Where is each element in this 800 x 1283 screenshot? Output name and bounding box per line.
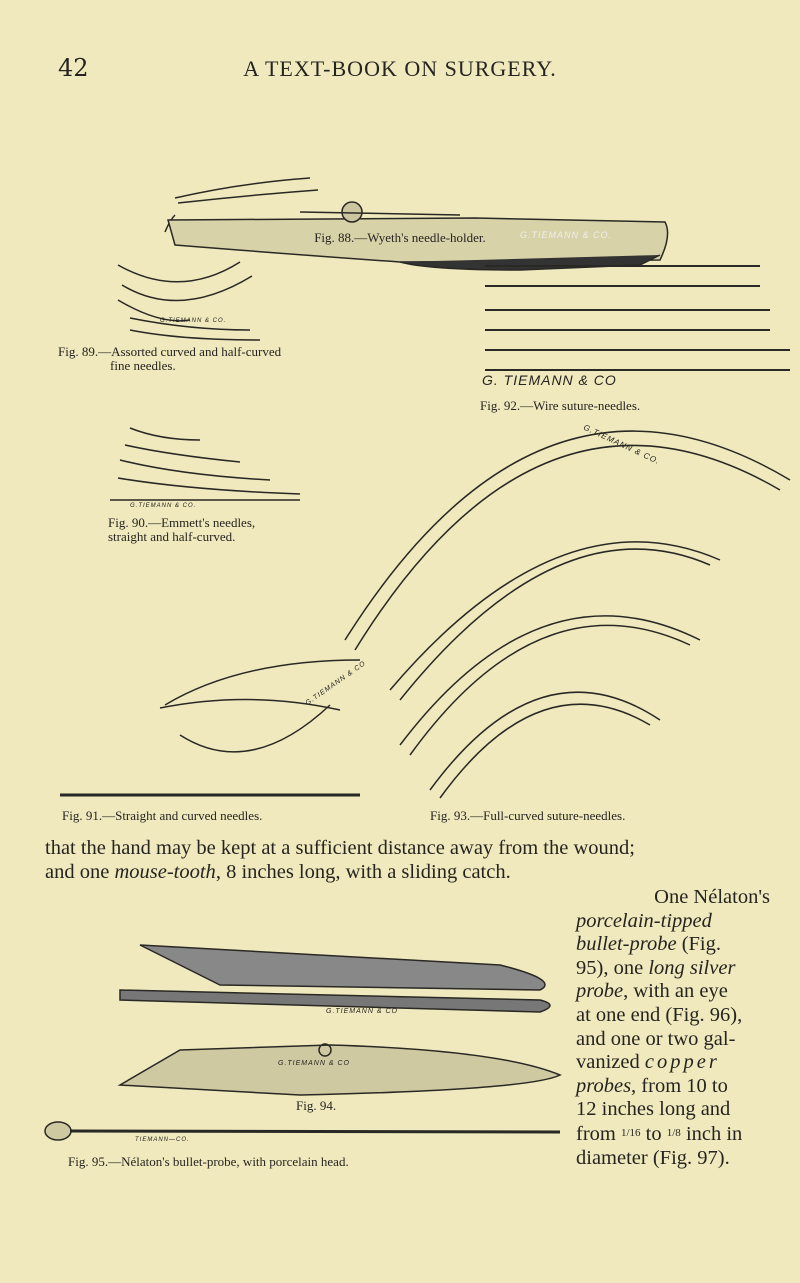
text: (Fig.	[676, 933, 722, 956]
fig89-maker-mark: G.TIEMANN & CO.	[160, 318, 227, 324]
col-line: porcelain-tipped	[576, 909, 712, 932]
fig88-maker-mark: G.TIEMANN & CO.	[520, 230, 613, 240]
col-line: and one or two gal-	[576, 1027, 736, 1050]
fig93-caption: Fig. 93.—Full-curved suture-needles.	[430, 808, 626, 823]
col-line: diameter (Fig. 97).	[576, 1146, 730, 1169]
emphasis: copper	[644, 1051, 720, 1074]
fraction: 1/16	[620, 1126, 641, 1139]
fig94-caption: Fig. 94.	[296, 1098, 337, 1113]
text: , with an eye	[623, 980, 728, 1003]
col-line: One Nélaton's	[654, 886, 770, 908]
right-column-text: One Nélaton's porcelain-tipped bullet-pr…	[576, 886, 770, 1170]
fig95-maker-mark: TIEMANN—CO.	[135, 1137, 190, 1143]
fig88-caption: Fig. 88.—Wyeth's needle-holder.	[314, 230, 486, 245]
text: , from 10 to	[631, 1074, 728, 1097]
text: , 8 inches long, with a sliding catch.	[215, 861, 511, 883]
para-line-1: that the hand may be kept at a sufficien…	[45, 837, 635, 859]
page-number: 42	[58, 54, 89, 82]
col-line: 12 inches long and	[576, 1098, 731, 1121]
fig89-caption-2: fine needles.	[110, 358, 176, 373]
fig93-arcs-drawing	[344, 430, 791, 799]
text: to	[640, 1122, 667, 1145]
fig94-forceps-drawing	[117, 944, 562, 1096]
fig90-caption-2: straight and half-curved.	[108, 529, 236, 544]
text: from	[576, 1122, 621, 1145]
fig92-caption: Fig. 92.—Wire suture-needles.	[480, 398, 641, 413]
fig89-caption-1: Fig. 89.—Assorted curved and half-curved	[58, 344, 282, 359]
col-line: at one end (Fig. 96),	[576, 1003, 743, 1026]
running-title: A TEXT-BOOK ON SURGERY.	[243, 56, 557, 81]
emphasis: mouse-tooth	[114, 861, 216, 883]
text: 95), one	[576, 956, 649, 979]
fig92-maker-mark: G. TIEMANN & CO	[482, 372, 617, 388]
fig91-needles-drawing	[60, 659, 361, 797]
emphasis: bullet-probe	[576, 933, 677, 956]
emphasis: probes	[576, 1074, 632, 1097]
fig91-caption: Fig. 91.—Straight and curved needles.	[62, 808, 263, 823]
fig90-maker-mark: G.TIEMANN & CO.	[130, 503, 197, 509]
text: vanized	[576, 1051, 645, 1074]
fig90-caption-1: Fig. 90.—Emmett's needles,	[108, 515, 256, 530]
fig94-maker-mark-2: G.TIEMANN & CO	[278, 1060, 350, 1067]
emphasis: probe	[576, 980, 624, 1003]
para-line-2: and one mouse-tooth, 8 inches long, with…	[45, 860, 760, 884]
fraction: 1/8	[666, 1126, 681, 1139]
fig95-probe-drawing	[44, 1121, 561, 1141]
fig88-needle-holder-drawing	[164, 177, 669, 271]
fig92-wire-needles-drawing	[485, 265, 790, 371]
text: and one	[45, 861, 115, 883]
fig94-maker-mark-1: G.TIEMANN & CO	[326, 1008, 398, 1015]
fig89-needles-drawing	[117, 261, 261, 341]
fig90-needles-drawing	[110, 427, 301, 501]
body-paragraph: that the hand may be kept at a sufficien…	[45, 836, 760, 884]
emphasis: long silver	[648, 956, 736, 979]
fig95-caption: Fig. 95.—Nélaton's bullet-probe, with po…	[68, 1154, 349, 1169]
text: inch in	[680, 1122, 743, 1145]
